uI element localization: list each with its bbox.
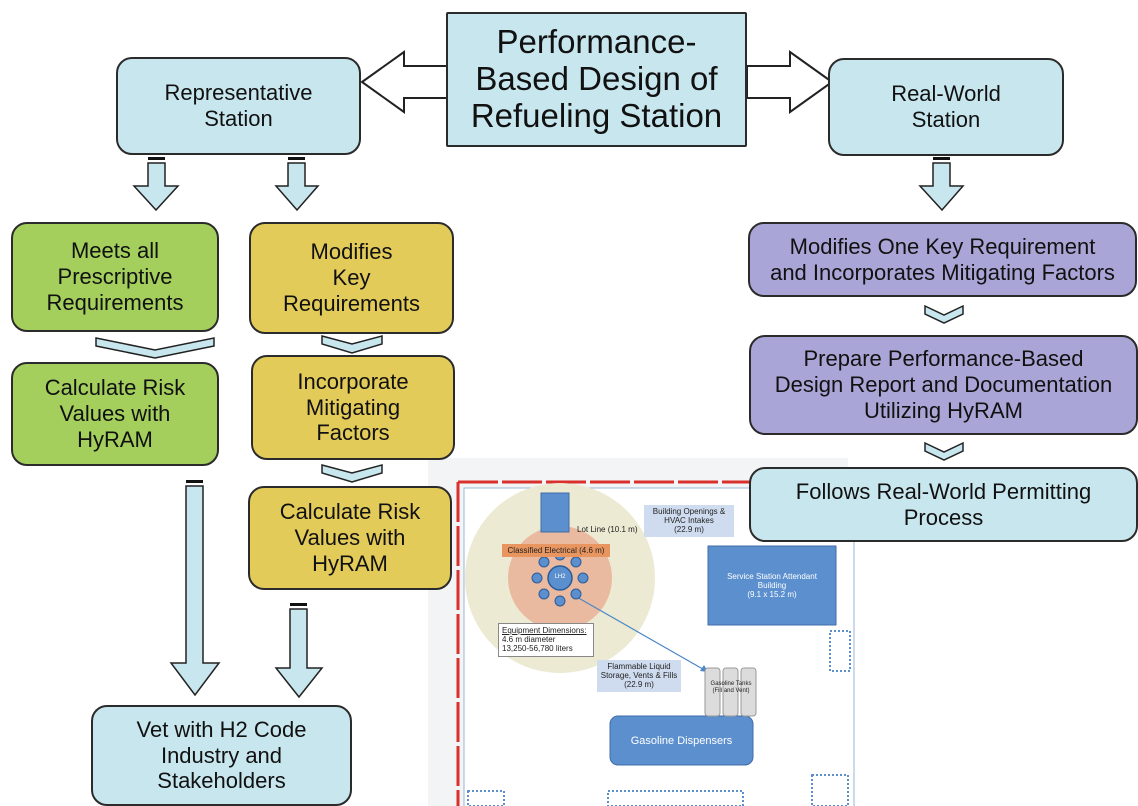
chevron-right-col-2 bbox=[924, 441, 964, 461]
chevron-mid-col-2 bbox=[321, 464, 383, 483]
storage-tank bbox=[547, 565, 573, 591]
vent-5 bbox=[554, 595, 566, 607]
gasoline-tanks-label: Gasoline Tanks (Fill and Vent) bbox=[710, 681, 752, 694]
service-station-building bbox=[707, 545, 837, 626]
representative-station-box: Representative Station bbox=[116, 57, 361, 155]
chevron-left-col bbox=[95, 337, 215, 359]
calc-risk-left-box: Calculate Risk Values with HyRAM bbox=[11, 362, 219, 466]
follows-permitting-box: Follows Real-World Permitting Process bbox=[749, 467, 1138, 542]
down-arrow-to-modifies-key bbox=[274, 157, 320, 212]
chevron-mid-col-1 bbox=[321, 335, 383, 354]
modifies-key-box: Modifies Key Requirements bbox=[249, 222, 454, 334]
calc-risk-mid-box: Calculate Risk Values with HyRAM bbox=[248, 486, 452, 590]
parking-hatch-right-1 bbox=[829, 630, 851, 672]
parking-hatch-bottom-1 bbox=[467, 790, 505, 806]
vent-8 bbox=[538, 556, 550, 568]
gasoline-dispensers-block bbox=[609, 715, 754, 766]
right-horizontal-arrow bbox=[746, 50, 834, 114]
building-block bbox=[540, 492, 570, 533]
equipment-dimensions-values: 4.6 m diameter 13,250-56,780 liters bbox=[502, 635, 573, 654]
lot-line-label: Lot Line (10.1 m) bbox=[577, 525, 638, 534]
gasoline-tank-2 bbox=[722, 667, 739, 717]
gasoline-dispensers-label: Gasoline Dispensers bbox=[630, 735, 733, 747]
distance-arrow bbox=[574, 595, 709, 673]
service-station-label: Service Station Attendant Building (9.1 … bbox=[727, 572, 817, 600]
equipment-dimensions-title: Equipment Dimensions: bbox=[502, 626, 587, 635]
vent-4 bbox=[570, 588, 582, 600]
classified-electrical-label: Classified Electrical (4.6 m) bbox=[502, 544, 610, 558]
vent-7 bbox=[531, 572, 543, 584]
vent-2 bbox=[570, 556, 582, 568]
storage-tank-label: LH2 bbox=[554, 574, 566, 580]
flammable-liquid-label: Flammable Liquid Storage, Vents & Fills … bbox=[597, 660, 681, 692]
vet-stakeholders-box: Vet with H2 Code Industry and Stakeholde… bbox=[91, 705, 352, 806]
title-box: Performance- Based Design of Refueling S… bbox=[446, 12, 747, 147]
vent-3 bbox=[577, 572, 589, 584]
down-arrow-to-modifies-one bbox=[918, 157, 965, 212]
modifies-one-key-box: Modifies One Key Requirement and Incorpo… bbox=[748, 222, 1137, 297]
parking-hatch-right-2 bbox=[811, 774, 849, 806]
left-horizontal-arrow bbox=[360, 50, 448, 114]
chevron-right-col-1 bbox=[924, 304, 964, 324]
long-arrow-mid-to-vet bbox=[274, 603, 324, 699]
down-arrow-to-meets-all bbox=[132, 157, 180, 212]
parking-hatch-bottom-2 bbox=[607, 790, 744, 806]
meets-prescriptive-box: Meets all Prescriptive Requirements bbox=[11, 222, 219, 332]
long-arrow-left-to-vet bbox=[169, 480, 221, 697]
prepare-report-box: Prepare Performance-Based Design Report … bbox=[749, 335, 1138, 435]
gasoline-tank-3 bbox=[740, 667, 757, 717]
equipment-dimensions-box: Equipment Dimensions: 4.6 m diameter 13,… bbox=[498, 623, 594, 657]
incorporate-mitigating-box: Incorporate Mitigating Factors bbox=[251, 355, 455, 460]
building-openings-label: Building Openings & HVAC Intakes (22.9 m… bbox=[644, 505, 734, 537]
gasoline-tank-1 bbox=[704, 667, 721, 717]
vent-6 bbox=[538, 588, 550, 600]
real-world-station-box: Real-World Station bbox=[828, 58, 1064, 156]
